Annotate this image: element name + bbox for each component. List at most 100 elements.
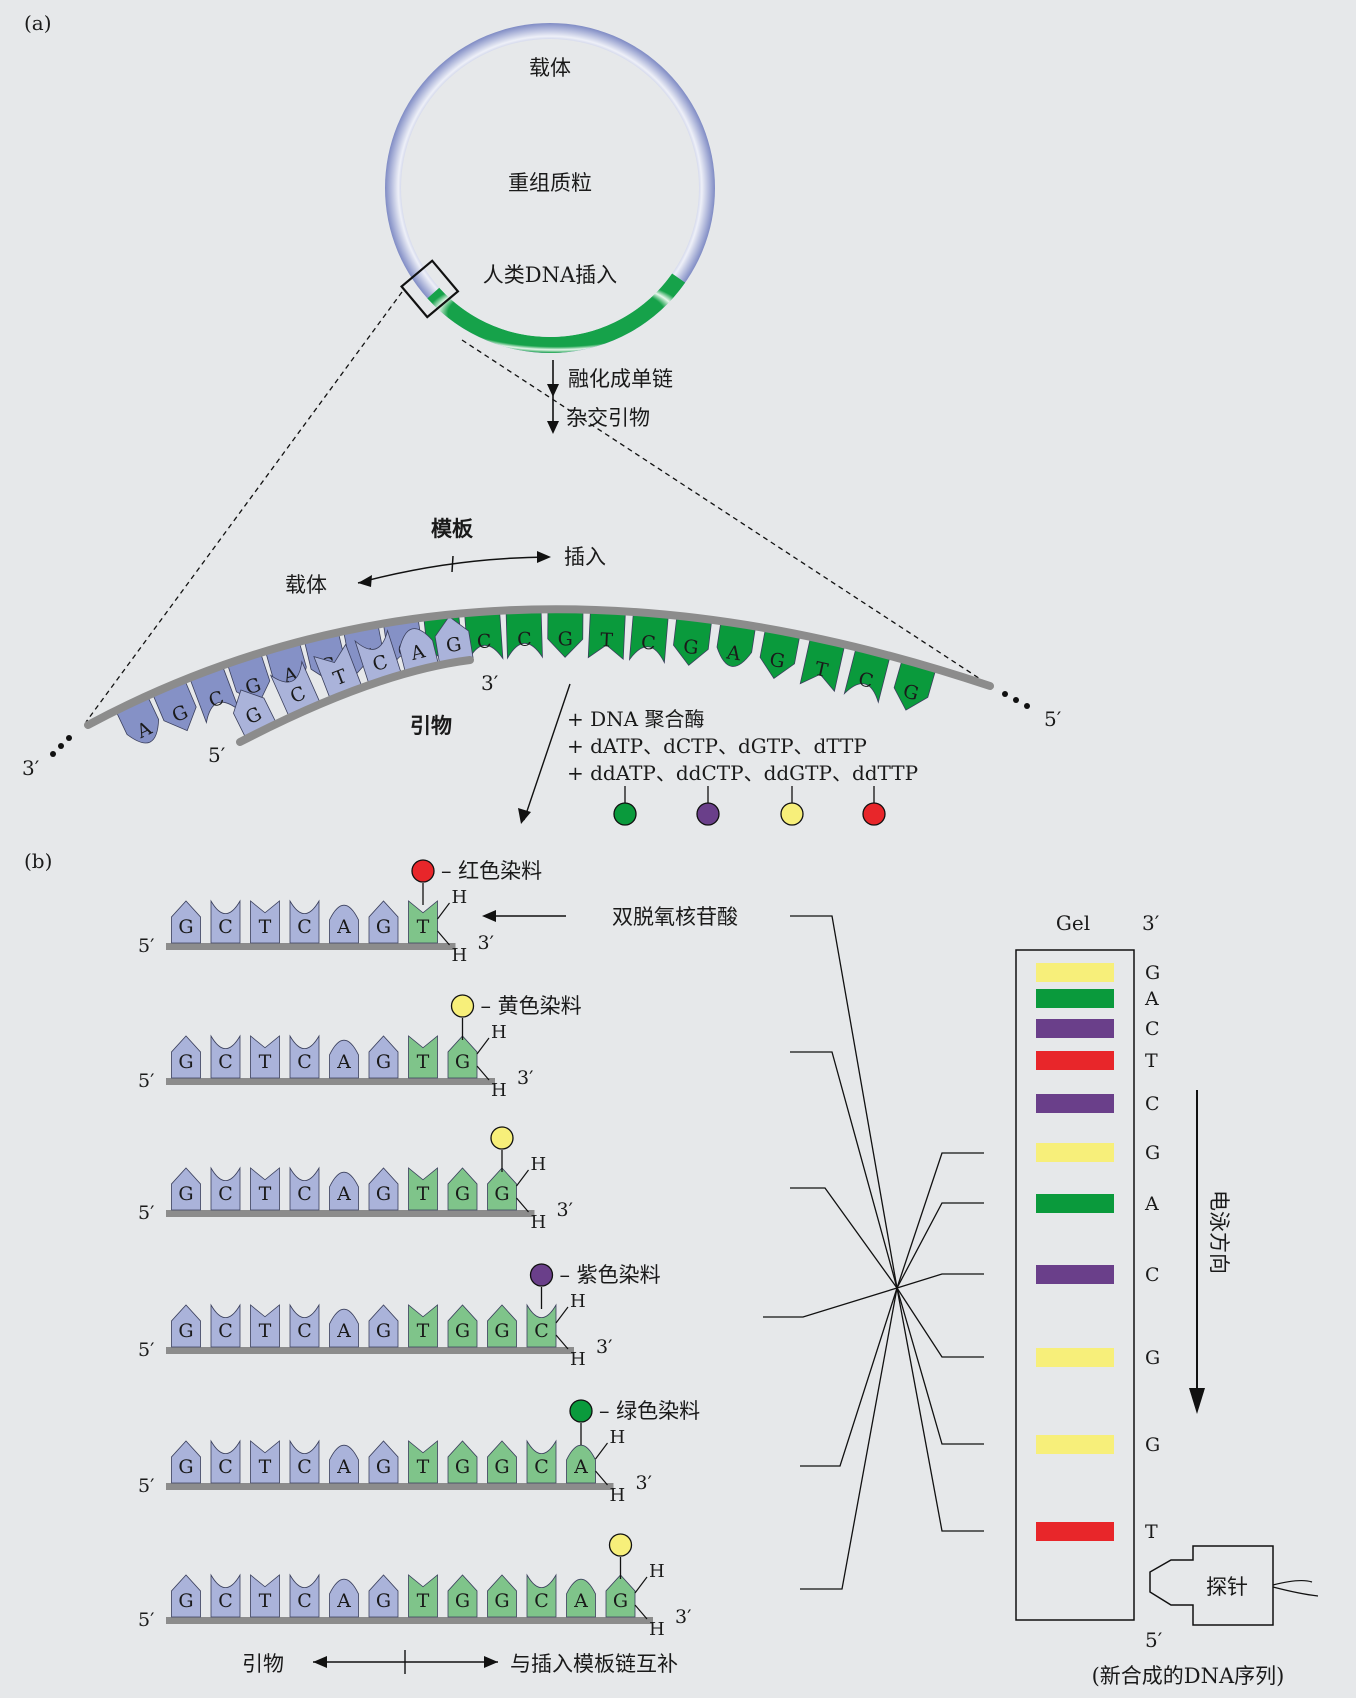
base-letter: G [376,1590,391,1612]
product-backbone [166,1347,574,1354]
product-end-3: 3′ [675,1606,691,1628]
product-base: T [250,1035,280,1079]
gel-band [1036,1265,1114,1284]
dideoxy-label: 双脱氧核苷酸 [612,905,738,929]
gel-band-base: T [1145,1521,1158,1543]
base-letter: C [370,651,391,676]
base-letter: G [455,1456,470,1478]
product-end-5: 5′ [138,1339,154,1361]
product-base: C [289,1303,320,1348]
base-letter: C [218,916,233,938]
dye-label: – 绿色染料 [599,1399,700,1423]
gel-band-base: G [1145,1142,1160,1164]
base-letter: A [336,1183,351,1205]
product-base: G [171,900,201,944]
base-letter: A [573,1590,588,1612]
gel-band-base: G [1145,1434,1160,1456]
base-letter: T [259,1590,272,1612]
product-base: G [447,1440,478,1484]
plasmid-insert-arc [427,273,686,354]
dye-label: – 紫色染料 [560,1263,661,1287]
product-base: C [289,899,320,944]
product-backbone [166,1078,495,1085]
product-base: G [171,1304,201,1348]
h-label: H [649,1619,665,1640]
base-letter: T [417,1051,430,1073]
bottom-axis: 引物 与插入模板链互补 [242,1650,678,1676]
h-label: H [531,1154,547,1175]
base-letter: G [376,1456,391,1478]
base-letter: G [494,1590,509,1612]
probe-icon [1149,1545,1274,1626]
base-letter: T [417,1590,430,1612]
base-letter: C [517,629,532,651]
primer-backbone [236,656,474,746]
template-end-dots-right [1002,691,1030,709]
base-letter: C [640,632,656,655]
base-letter: A [724,641,742,665]
template-title: 模板 [431,516,474,541]
base-letter: C [476,630,492,653]
zoom-line-left [85,291,403,723]
base-letter: G [494,1183,509,1205]
base-letter: G [613,1590,628,1612]
base-letter: G [178,916,193,938]
product-base: A [566,1578,596,1618]
product-base: G [171,1167,201,1211]
product-base: T [250,1167,280,1211]
gel-band [1036,1522,1114,1541]
base-letter: T [417,1183,430,1205]
template-bases: AGCGAGTCACCGTCGAGTCG [115,608,937,743]
template-base: C [505,608,543,660]
primer-label: 引物 [410,713,452,738]
base-letter: A [336,1456,351,1478]
product-base: A [329,1444,359,1484]
product-backbone [166,1483,614,1490]
base-letter: A [336,1590,351,1612]
base-letter: C [218,1590,233,1612]
base-letter: C [297,1590,312,1612]
reagent-line-3: + ddATP、ddCTP、ddGTP、ddTTP [567,761,918,785]
base-letter: A [336,1051,351,1073]
product-base: G [368,1574,399,1618]
base-letter: G [768,649,787,673]
primer-base: G [434,616,474,666]
product-base: G [368,1035,399,1079]
base-letter: G [494,1456,509,1478]
template-end-3: 3′ [22,756,40,780]
bottom-axis-right: 与插入模板链互补 [510,1652,678,1676]
product-end-5: 5′ [138,1609,154,1631]
dye-dot [608,1533,633,1557]
direction-label: 电泳方向 [1207,1190,1231,1274]
product-end-5: 5′ [138,1202,154,1224]
product-base: A [329,904,359,944]
gel-frame [1015,949,1135,1621]
base-letter: A [336,916,351,938]
base-letter: G [455,1051,470,1073]
h-label: H [570,1349,586,1370]
base-letter: C [534,1320,549,1342]
panel-label-b: (b) [24,849,52,873]
template-insert-label: 插入 [564,545,606,569]
base-letter: C [534,1456,549,1478]
base-letter: G [455,1183,470,1205]
h-label: H [649,1561,665,1582]
base-letter: A [573,1456,588,1478]
gel-caption: (新合成的DNA序列) [1092,1664,1285,1688]
product-base: T [408,1035,438,1079]
gel-band-base: T [1145,1050,1158,1072]
gel-title: Gel [1056,911,1090,935]
base-letter: T [600,629,614,652]
template-base: A [716,620,757,667]
base-letter: A [408,640,428,665]
base-letter: C [297,916,312,938]
gel-band-base: A [1144,988,1159,1010]
base-letter: C [297,1183,312,1205]
product-base: T [250,1574,280,1618]
